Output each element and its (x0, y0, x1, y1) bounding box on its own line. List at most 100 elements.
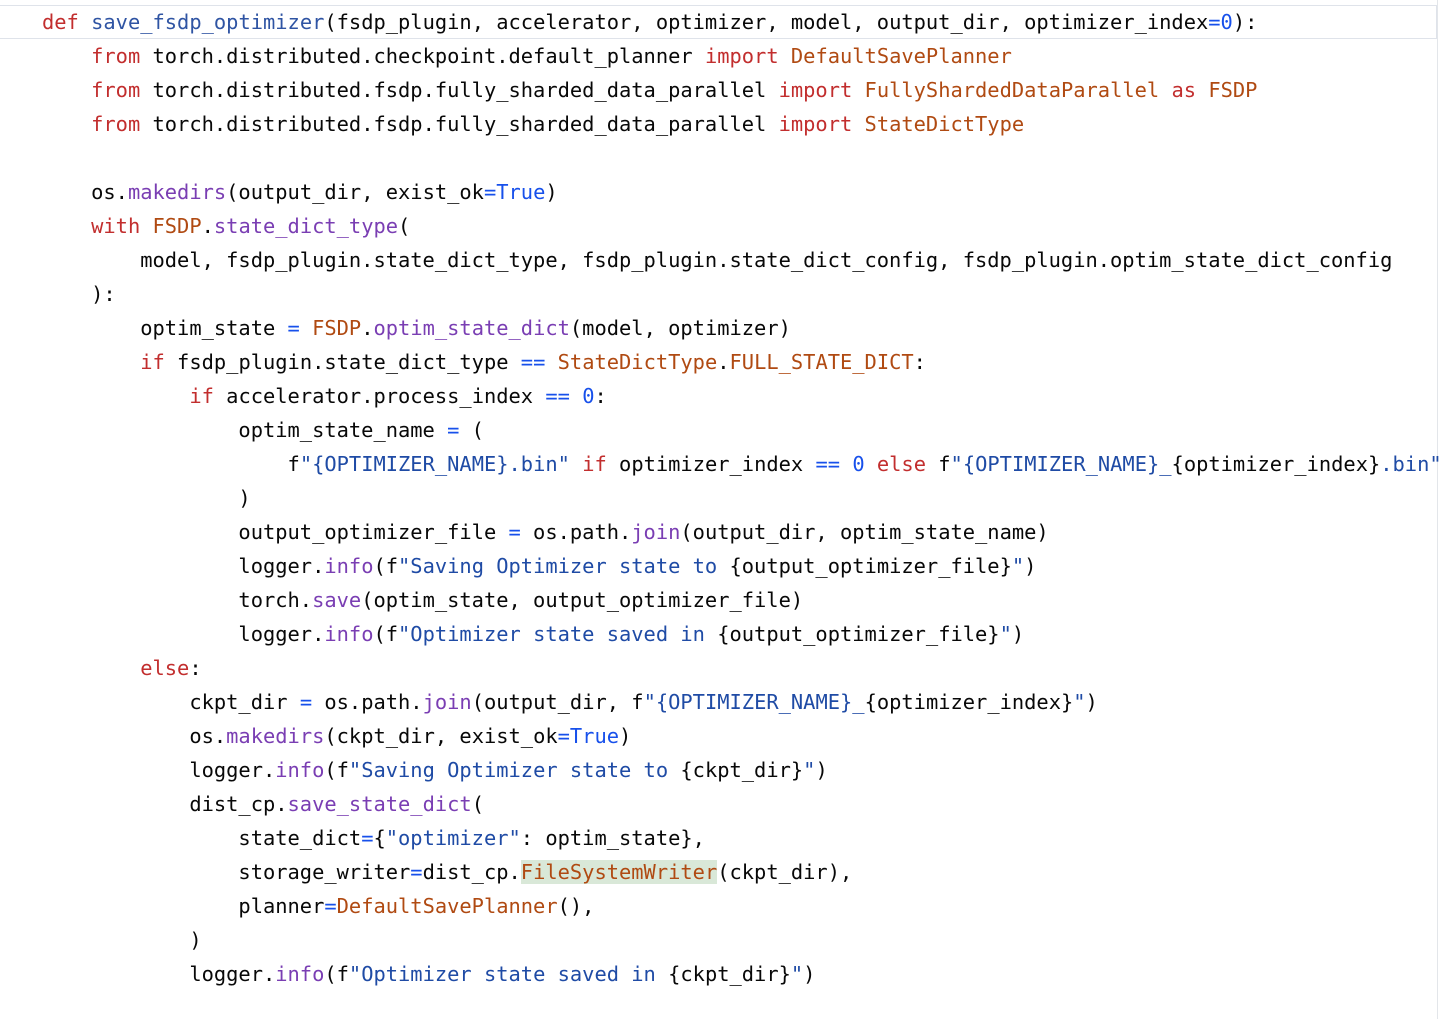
code-token: import (778, 78, 853, 102)
code-line[interactable]: torch.save(optim_state, output_optimizer… (42, 583, 1440, 617)
code-line[interactable]: logger.info(f"Optimizer state saved in {… (42, 957, 1440, 991)
code-line[interactable]: from torch.distributed.checkpoint.defaul… (42, 39, 1440, 73)
code-token: os.path. (312, 690, 423, 714)
code-token: {output_optimizer_file} (729, 554, 1012, 578)
code-token: info (275, 962, 325, 986)
code-token: : optim_state}, (520, 826, 705, 850)
code-line[interactable]: ): (42, 277, 1440, 311)
code-line[interactable]: ) (42, 481, 1440, 515)
code-token: ( (459, 418, 484, 442)
code-token: import (778, 112, 853, 136)
code-token: {optimizer_index} (864, 690, 1074, 714)
code-token: os.path. (520, 520, 632, 544)
code-token: FULL_STATE_DICT (729, 350, 914, 374)
code-line[interactable]: planner=DefaultSavePlanner(), (42, 889, 1440, 923)
code-token: torch. (42, 588, 313, 612)
code-token: = (447, 418, 460, 442)
code-token: : (913, 350, 926, 374)
code-token: {ckpt_dir} (680, 758, 804, 782)
code-line[interactable]: logger.info(f"Optimizer state saved in {… (42, 617, 1440, 651)
code-line[interactable]: logger.info(f"Saving Optimizer state to … (42, 549, 1440, 583)
code-line[interactable]: state_dict={"optimizer": optim_state}, (42, 821, 1440, 855)
code-token: accelerator.process_index (213, 384, 546, 408)
code-line[interactable]: ckpt_dir = os.path.join(output_dir, f"{O… (42, 685, 1440, 719)
code-line[interactable]: os.makedirs(ckpt_dir, exist_ok=True) (42, 719, 1440, 753)
code-line[interactable]: storage_writer=dist_cp.FileSystemWriter(… (42, 855, 1440, 889)
code-line[interactable]: def save_fsdp_optimizer(fsdp_plugin, acc… (42, 5, 1440, 39)
code-line[interactable]: model, fsdp_plugin.state_dict_type, fsdp… (42, 243, 1440, 277)
code-token: OPTIMIZER_NAME (975, 452, 1147, 476)
code-token (300, 316, 312, 340)
code-token (852, 78, 864, 102)
code-line[interactable]: ) (42, 923, 1440, 957)
code-token: (f (324, 758, 349, 782)
code-line[interactable] (42, 141, 1440, 175)
code-line[interactable]: from torch.distributed.fsdp.fully_sharde… (42, 107, 1440, 141)
code-token: (output_dir, optim_state_name) (680, 520, 1049, 544)
code-line[interactable]: if accelerator.process_index == 0: (42, 379, 1440, 413)
code-token: state_dict_type (213, 214, 399, 238)
code-line[interactable]: optim_state = FSDP.optim_state_dict(mode… (42, 311, 1440, 345)
code-line[interactable]: with FSDP.state_dict_type( (42, 209, 1440, 243)
code-token (779, 44, 791, 68)
code-token: else (876, 452, 926, 476)
code-line[interactable]: output_optimizer_file = os.path.join(out… (42, 515, 1440, 549)
code-token: True (496, 180, 546, 204)
code-token (140, 214, 152, 238)
code-token: . (361, 316, 374, 340)
code-token: (optim_state, output_optimizer_file) (361, 588, 804, 612)
code-token: (ckpt_dir, exist_ok (324, 724, 558, 748)
code-token: "Optimizer state saved in (348, 962, 669, 986)
code-token: else (140, 656, 190, 680)
code-line[interactable]: if fsdp_plugin.state_dict_type == StateD… (42, 345, 1440, 379)
code-token: os. (42, 724, 227, 748)
code-token: def (42, 10, 79, 34)
code-token: StateDictType (557, 350, 718, 374)
code-token (42, 44, 91, 68)
code-token (570, 452, 582, 476)
code-token: = (508, 520, 521, 544)
code-token: ) (1011, 622, 1025, 646)
code-token: planner (42, 894, 325, 918)
code-token (42, 214, 91, 238)
code-line[interactable]: else: (42, 651, 1440, 685)
code-token (1196, 78, 1208, 102)
code-token: (f (373, 622, 399, 646)
code-line[interactable]: from torch.distributed.fsdp.fully_sharde… (42, 73, 1440, 107)
code-token: FileSystemWriter (520, 860, 718, 884)
code-token: 0 (582, 384, 595, 408)
code-line[interactable]: os.makedirs(output_dir, exist_ok=True) (42, 175, 1440, 209)
code-token: makedirs (127, 180, 227, 204)
code-token (570, 384, 582, 408)
code-token: = (483, 180, 497, 204)
code-token: FSDP (1208, 78, 1258, 102)
code-token: logger. (42, 758, 276, 782)
code-token: dist_cp. (42, 792, 288, 816)
code-line[interactable]: logger.info(f"Saving Optimizer state to … (42, 753, 1440, 787)
code-token: from (91, 44, 141, 68)
code-token: = (1208, 10, 1221, 34)
code-token: (output_dir, f (471, 690, 644, 714)
code-token: " (790, 962, 804, 986)
code-token: == (520, 350, 546, 374)
code-line[interactable]: optim_state_name = ( (42, 413, 1440, 447)
code-token: import (704, 44, 779, 68)
code-token: torch.distributed.fsdp.fully_sharded_dat… (140, 112, 779, 136)
code-token: logger. (42, 554, 325, 578)
code-line[interactable]: f"{OPTIMIZER_NAME}.bin" if optimizer_ind… (42, 447, 1440, 481)
code-token: " (1011, 554, 1025, 578)
code-token: if (140, 350, 165, 374)
code-token: 0 (1220, 10, 1233, 34)
code-block[interactable]: def save_fsdp_optimizer(fsdp_plugin, acc… (42, 5, 1440, 991)
code-line[interactable]: dist_cp.save_state_dict( (42, 787, 1440, 821)
code-token: join (422, 690, 472, 714)
code-token: logger. (42, 962, 276, 986)
code-token: save_state_dict (287, 792, 472, 816)
code-token: ) (1085, 690, 1098, 714)
code-token: = (287, 316, 300, 340)
code-token: = (299, 690, 313, 714)
code-token: if (189, 384, 214, 408)
editor-right-border (1437, 0, 1438, 1019)
code-token: ) (42, 486, 251, 510)
